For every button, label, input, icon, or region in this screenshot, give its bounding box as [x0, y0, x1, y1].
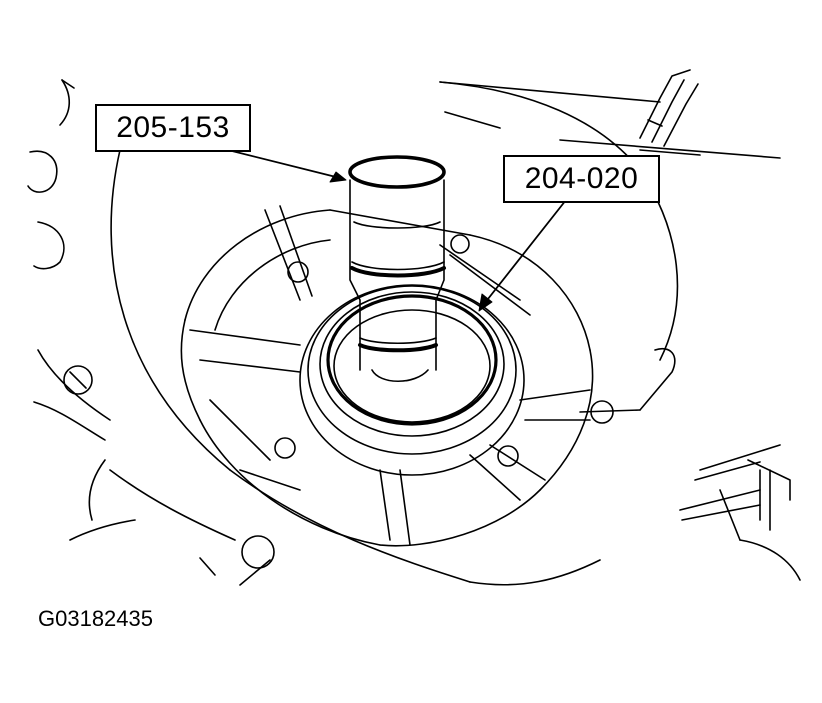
leader-arrow-205-153 — [227, 149, 341, 179]
callout-tool-204-020: 204-020 — [503, 155, 660, 203]
seal-installer-tool — [348, 155, 446, 382]
plug-bottom-left — [199, 535, 275, 586]
leader-arrowhead-205-153 — [329, 171, 347, 183]
leader-arrow-204-020 — [483, 199, 567, 305]
leader-lines — [227, 149, 567, 312]
callout-label: 205-153 — [116, 111, 230, 144]
housing-left-edge — [27, 79, 136, 541]
leader-arrowhead-204-020 — [478, 293, 493, 312]
pump-body — [180, 205, 641, 547]
callout-label: 204-020 — [524, 162, 639, 195]
linkage-right — [639, 348, 801, 581]
seal-bore — [299, 284, 525, 476]
figure-id: G03182435 — [38, 606, 153, 631]
callout-tool-205-153: 205-153 — [95, 104, 251, 152]
bracket-top-right — [639, 69, 699, 147]
